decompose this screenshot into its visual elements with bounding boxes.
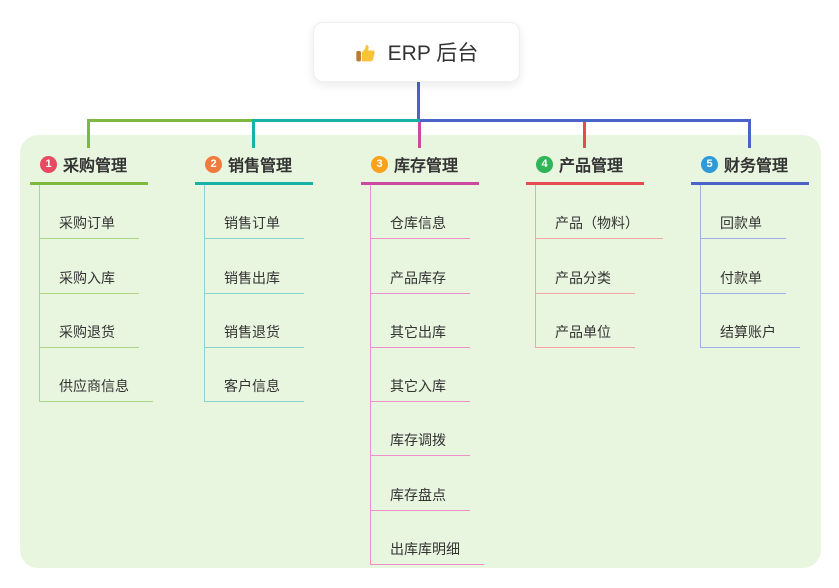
- child-node[interactable]: 采购退货: [40, 322, 139, 348]
- branch-label: 产品管理: [559, 158, 624, 175]
- branch: 5 财务管理 回款单 付款单 结算账户: [691, 149, 809, 348]
- child-row: 销售出库: [205, 239, 313, 294]
- child-row: 产品单位: [536, 294, 644, 348]
- branch-number-badge: 5: [701, 155, 718, 173]
- branch-title[interactable]: 1 采购管理: [30, 149, 148, 185]
- branch: 4 产品管理 产品（物料） 产品分类 产品单位: [526, 149, 663, 348]
- branch-drop-line-5: [748, 119, 751, 148]
- child-node[interactable]: 采购入库: [40, 268, 139, 294]
- child-node[interactable]: 库存调拨: [371, 430, 470, 457]
- child-row: 销售订单: [205, 185, 313, 240]
- child-row: 回款单: [701, 185, 809, 240]
- child-row: 采购入库: [40, 239, 148, 294]
- branch-children: 采购订单 采购入库 采购退货 供应商信息: [39, 185, 153, 403]
- branch-children: 仓库信息 产品库存 其它出库 其它入库 库存调拨 库存盘点 出库库明细: [370, 185, 484, 566]
- child-row: 客户信息: [205, 348, 313, 403]
- branch-label: 财务管理: [724, 158, 789, 175]
- child-row: 库存盘点: [371, 456, 479, 511]
- connector-segment-3: [420, 119, 751, 122]
- child-node[interactable]: 采购订单: [40, 213, 139, 240]
- child-row: 仓库信息: [371, 185, 479, 240]
- root-node[interactable]: ERP 后台: [313, 22, 520, 82]
- child-node[interactable]: 销售退货: [205, 322, 304, 348]
- child-row: 供应商信息: [40, 348, 153, 403]
- child-node[interactable]: 其它入库: [371, 376, 470, 403]
- branch-title[interactable]: 2 销售管理: [195, 149, 313, 185]
- root-node-label: ERP 后台: [387, 42, 479, 65]
- child-node[interactable]: 供应商信息: [40, 376, 153, 403]
- branch-label: 库存管理: [394, 158, 459, 175]
- child-row: 付款单: [701, 239, 809, 294]
- child-row: 采购退货: [40, 294, 148, 348]
- child-node[interactable]: 客户信息: [205, 376, 304, 403]
- child-row: 采购订单: [40, 185, 148, 240]
- child-node[interactable]: 库存盘点: [371, 485, 470, 511]
- child-row: 产品分类: [536, 239, 644, 294]
- child-row: 其它入库: [371, 348, 479, 403]
- connector-segment-1: [88, 119, 254, 122]
- branch-drop-line-3: [418, 122, 421, 148]
- child-node[interactable]: 销售出库: [205, 268, 304, 294]
- connector-segment-2: [254, 119, 420, 122]
- child-node[interactable]: 仓库信息: [371, 213, 470, 240]
- root-connector-line: [417, 82, 420, 122]
- child-row: 其它出库: [371, 294, 479, 348]
- branch-title[interactable]: 3 库存管理: [361, 149, 479, 185]
- child-row: 产品（物料）: [536, 185, 663, 240]
- branch-title[interactable]: 5 财务管理: [691, 149, 809, 185]
- thumbs-up-icon: [355, 41, 378, 64]
- child-row: 销售退货: [205, 294, 313, 348]
- child-node[interactable]: 出库库明细: [371, 539, 484, 566]
- child-node[interactable]: 产品库存: [371, 268, 470, 294]
- child-node[interactable]: 产品单位: [536, 322, 635, 348]
- child-node[interactable]: 回款单: [701, 213, 786, 240]
- branches-panel: [20, 135, 821, 568]
- branch-children: 销售订单 销售出库 销售退货 客户信息: [204, 185, 313, 403]
- branch-label: 采购管理: [63, 158, 128, 175]
- branch-children: 回款单 付款单 结算账户: [700, 185, 809, 348]
- child-row: 出库库明细: [371, 511, 484, 566]
- child-node[interactable]: 产品分类: [536, 268, 635, 294]
- branch-label: 销售管理: [228, 158, 293, 175]
- branch-drop-line-4: [583, 122, 586, 148]
- branch-title[interactable]: 4 产品管理: [526, 149, 644, 185]
- branch-drop-line-2: [252, 119, 255, 148]
- child-row: 结算账户: [701, 294, 809, 348]
- child-node[interactable]: 结算账户: [701, 322, 800, 348]
- branch-children: 产品（物料） 产品分类 产品单位: [535, 185, 663, 348]
- branch-drop-line-1: [87, 119, 90, 148]
- branch: 3 库存管理 仓库信息 产品库存 其它出库 其它入库 库存调拨 库存盘点 出库库…: [361, 149, 484, 566]
- child-row: 产品库存: [371, 239, 479, 294]
- child-node[interactable]: 付款单: [701, 268, 786, 294]
- branch-number-badge: 3: [371, 155, 388, 173]
- child-row: 库存调拨: [371, 402, 479, 457]
- branch-number-badge: 4: [536, 155, 553, 173]
- branch: 1 采购管理 采购订单 采购入库 采购退货 供应商信息: [30, 149, 153, 403]
- branch-number-badge: 2: [205, 155, 222, 173]
- branch-number-badge: 1: [40, 155, 57, 173]
- child-node[interactable]: 产品（物料）: [536, 213, 663, 240]
- branch: 2 销售管理 销售订单 销售出库 销售退货 客户信息: [195, 149, 313, 403]
- child-node[interactable]: 其它出库: [371, 322, 470, 348]
- child-node[interactable]: 销售订单: [205, 213, 304, 240]
